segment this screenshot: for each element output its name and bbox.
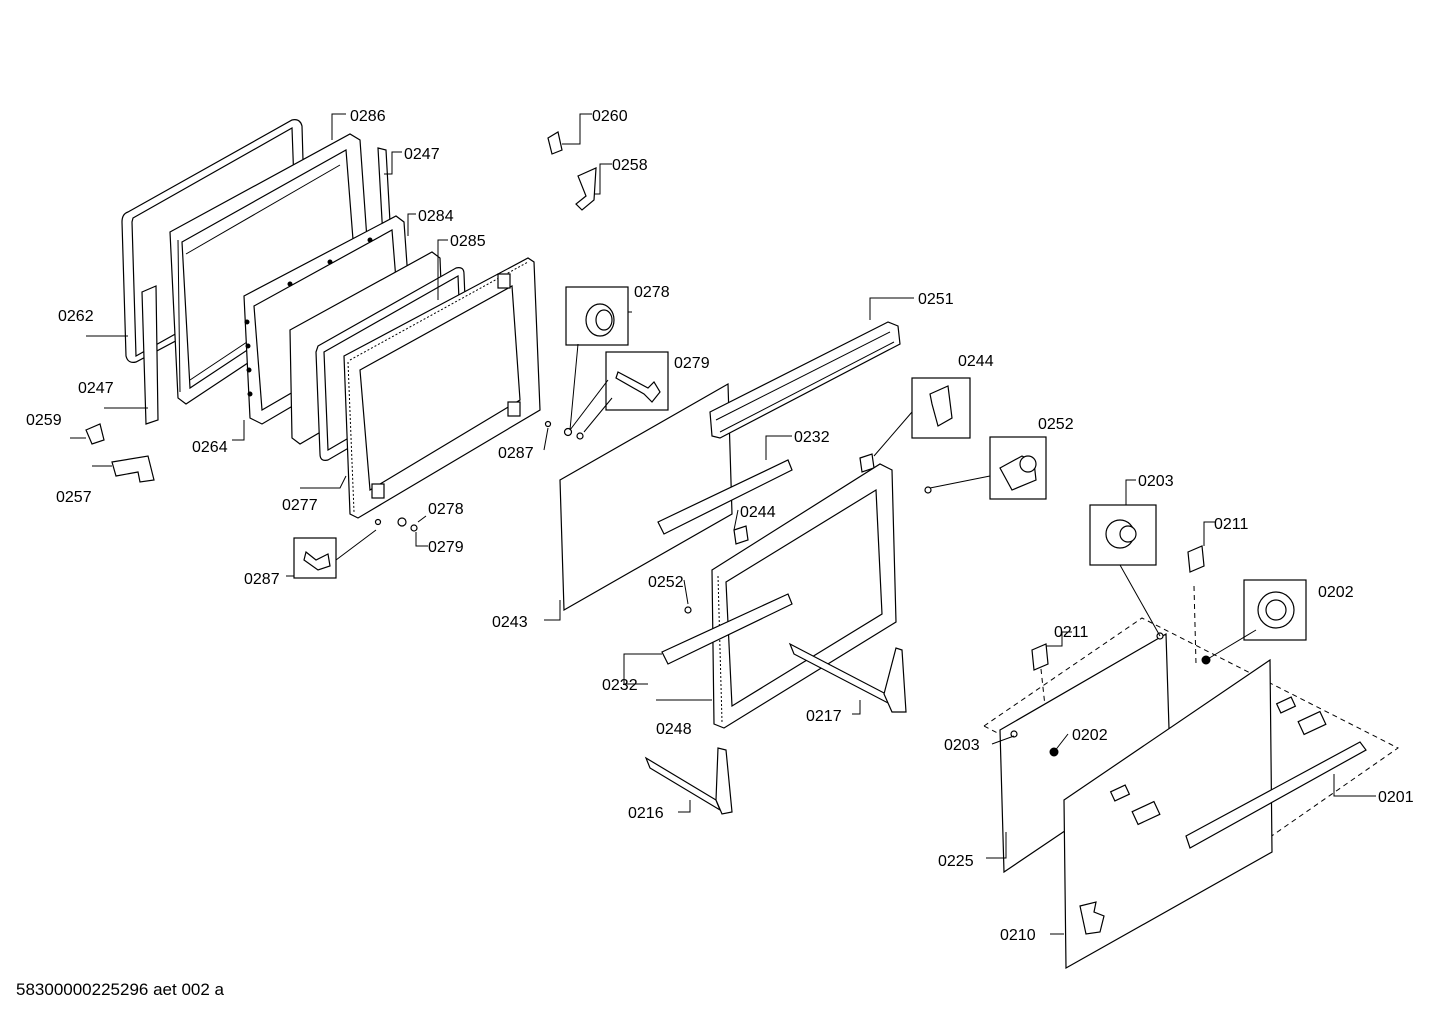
label-0284: 0284 [418,208,454,225]
label-0203-inset: 0203 [1138,473,1174,490]
label-0243: 0243 [492,614,528,631]
bracket-0211-upper [1187,545,1205,573]
leader-lines [70,113,1376,935]
label-0247-upper: 0247 [404,146,440,163]
label-0285: 0285 [450,233,486,250]
label-0251: 0251 [918,291,954,308]
inset-box-0287 [293,537,337,579]
label-0248: 0248 [656,721,692,738]
label-0232-lower: 0232 [602,677,638,694]
label-0279-lower: 0279 [428,539,464,556]
label-0257: 0257 [56,489,92,506]
glass-panel-0243 [559,382,733,612]
rail-0232-lower [661,593,793,665]
handle-0201 [1185,741,1367,849]
inset-box-0252 [989,436,1047,500]
label-0260: 0260 [592,108,628,125]
label-0202-lower: 0202 [1072,727,1108,744]
label-0203-lower: 0203 [944,737,980,754]
label-0278-inset: 0278 [634,284,670,301]
inset-box-0279 [605,351,669,411]
label-0211-upper: 0211 [1214,516,1249,533]
bracket-0244-small [733,453,875,545]
label-0252-small: 0252 [648,574,684,591]
label-0264: 0264 [192,439,228,456]
label-0277: 0277 [282,497,318,514]
label-0201: 0201 [1378,789,1414,806]
knob-dots [1010,632,1211,757]
outer-door-frame-part [343,257,541,519]
hinge-piece-0258 [575,167,597,211]
label-0225: 0225 [938,853,974,870]
inset-box-0278 [565,286,629,346]
bracket-0217 [788,642,907,713]
document-id: 58300000225296 aet 002 a [16,980,224,999]
hinge-piece-0260 [547,131,563,155]
label-0258: 0258 [612,157,648,174]
small-screws [374,420,584,532]
panel-0210 [1063,658,1273,970]
bracket-0211-lower [1031,643,1049,671]
label-0202-inset: 0202 [1318,584,1354,601]
label-0279-inset: 0279 [674,355,710,372]
inset-box-0203 [1089,504,1157,566]
inset-box-0244 [911,377,971,439]
rail-0232-upper [657,459,793,535]
label-0286: 0286 [350,108,386,125]
label-0287-lower: 0287 [244,571,280,588]
label-0247-lower: 0247 [78,380,114,397]
label-0217: 0217 [806,708,842,725]
label-0287-upper: 0287 [498,445,534,462]
hinge-piece-0259 [85,423,105,445]
label-0262: 0262 [58,308,94,325]
switch-blocks [1109,696,1327,826]
top-rail-0251 [709,321,901,439]
hinge-piece-0257 [111,455,155,483]
label-0216: 0216 [628,805,664,822]
label-0210: 0210 [1000,927,1036,944]
label-0211-lower: 0211 [1054,624,1089,641]
label-0252-inset: 0252 [1038,416,1074,433]
seal-strip-part [141,285,159,425]
label-0244-small: 0244 [740,504,776,521]
inset-box-0202 [1243,579,1307,641]
label-0244-inset: 0244 [958,353,994,370]
screw-0252 [684,486,932,614]
label-0259: 0259 [26,412,62,429]
inner-frame-0248 [711,463,897,729]
label-0232-upper: 0232 [794,429,830,446]
part-labels: 0286 0247 0284 0285 0262 0247 0259 0257 … [26,108,1414,944]
bracket-0216 [644,747,733,815]
label-0278-lower: 0278 [428,501,464,518]
